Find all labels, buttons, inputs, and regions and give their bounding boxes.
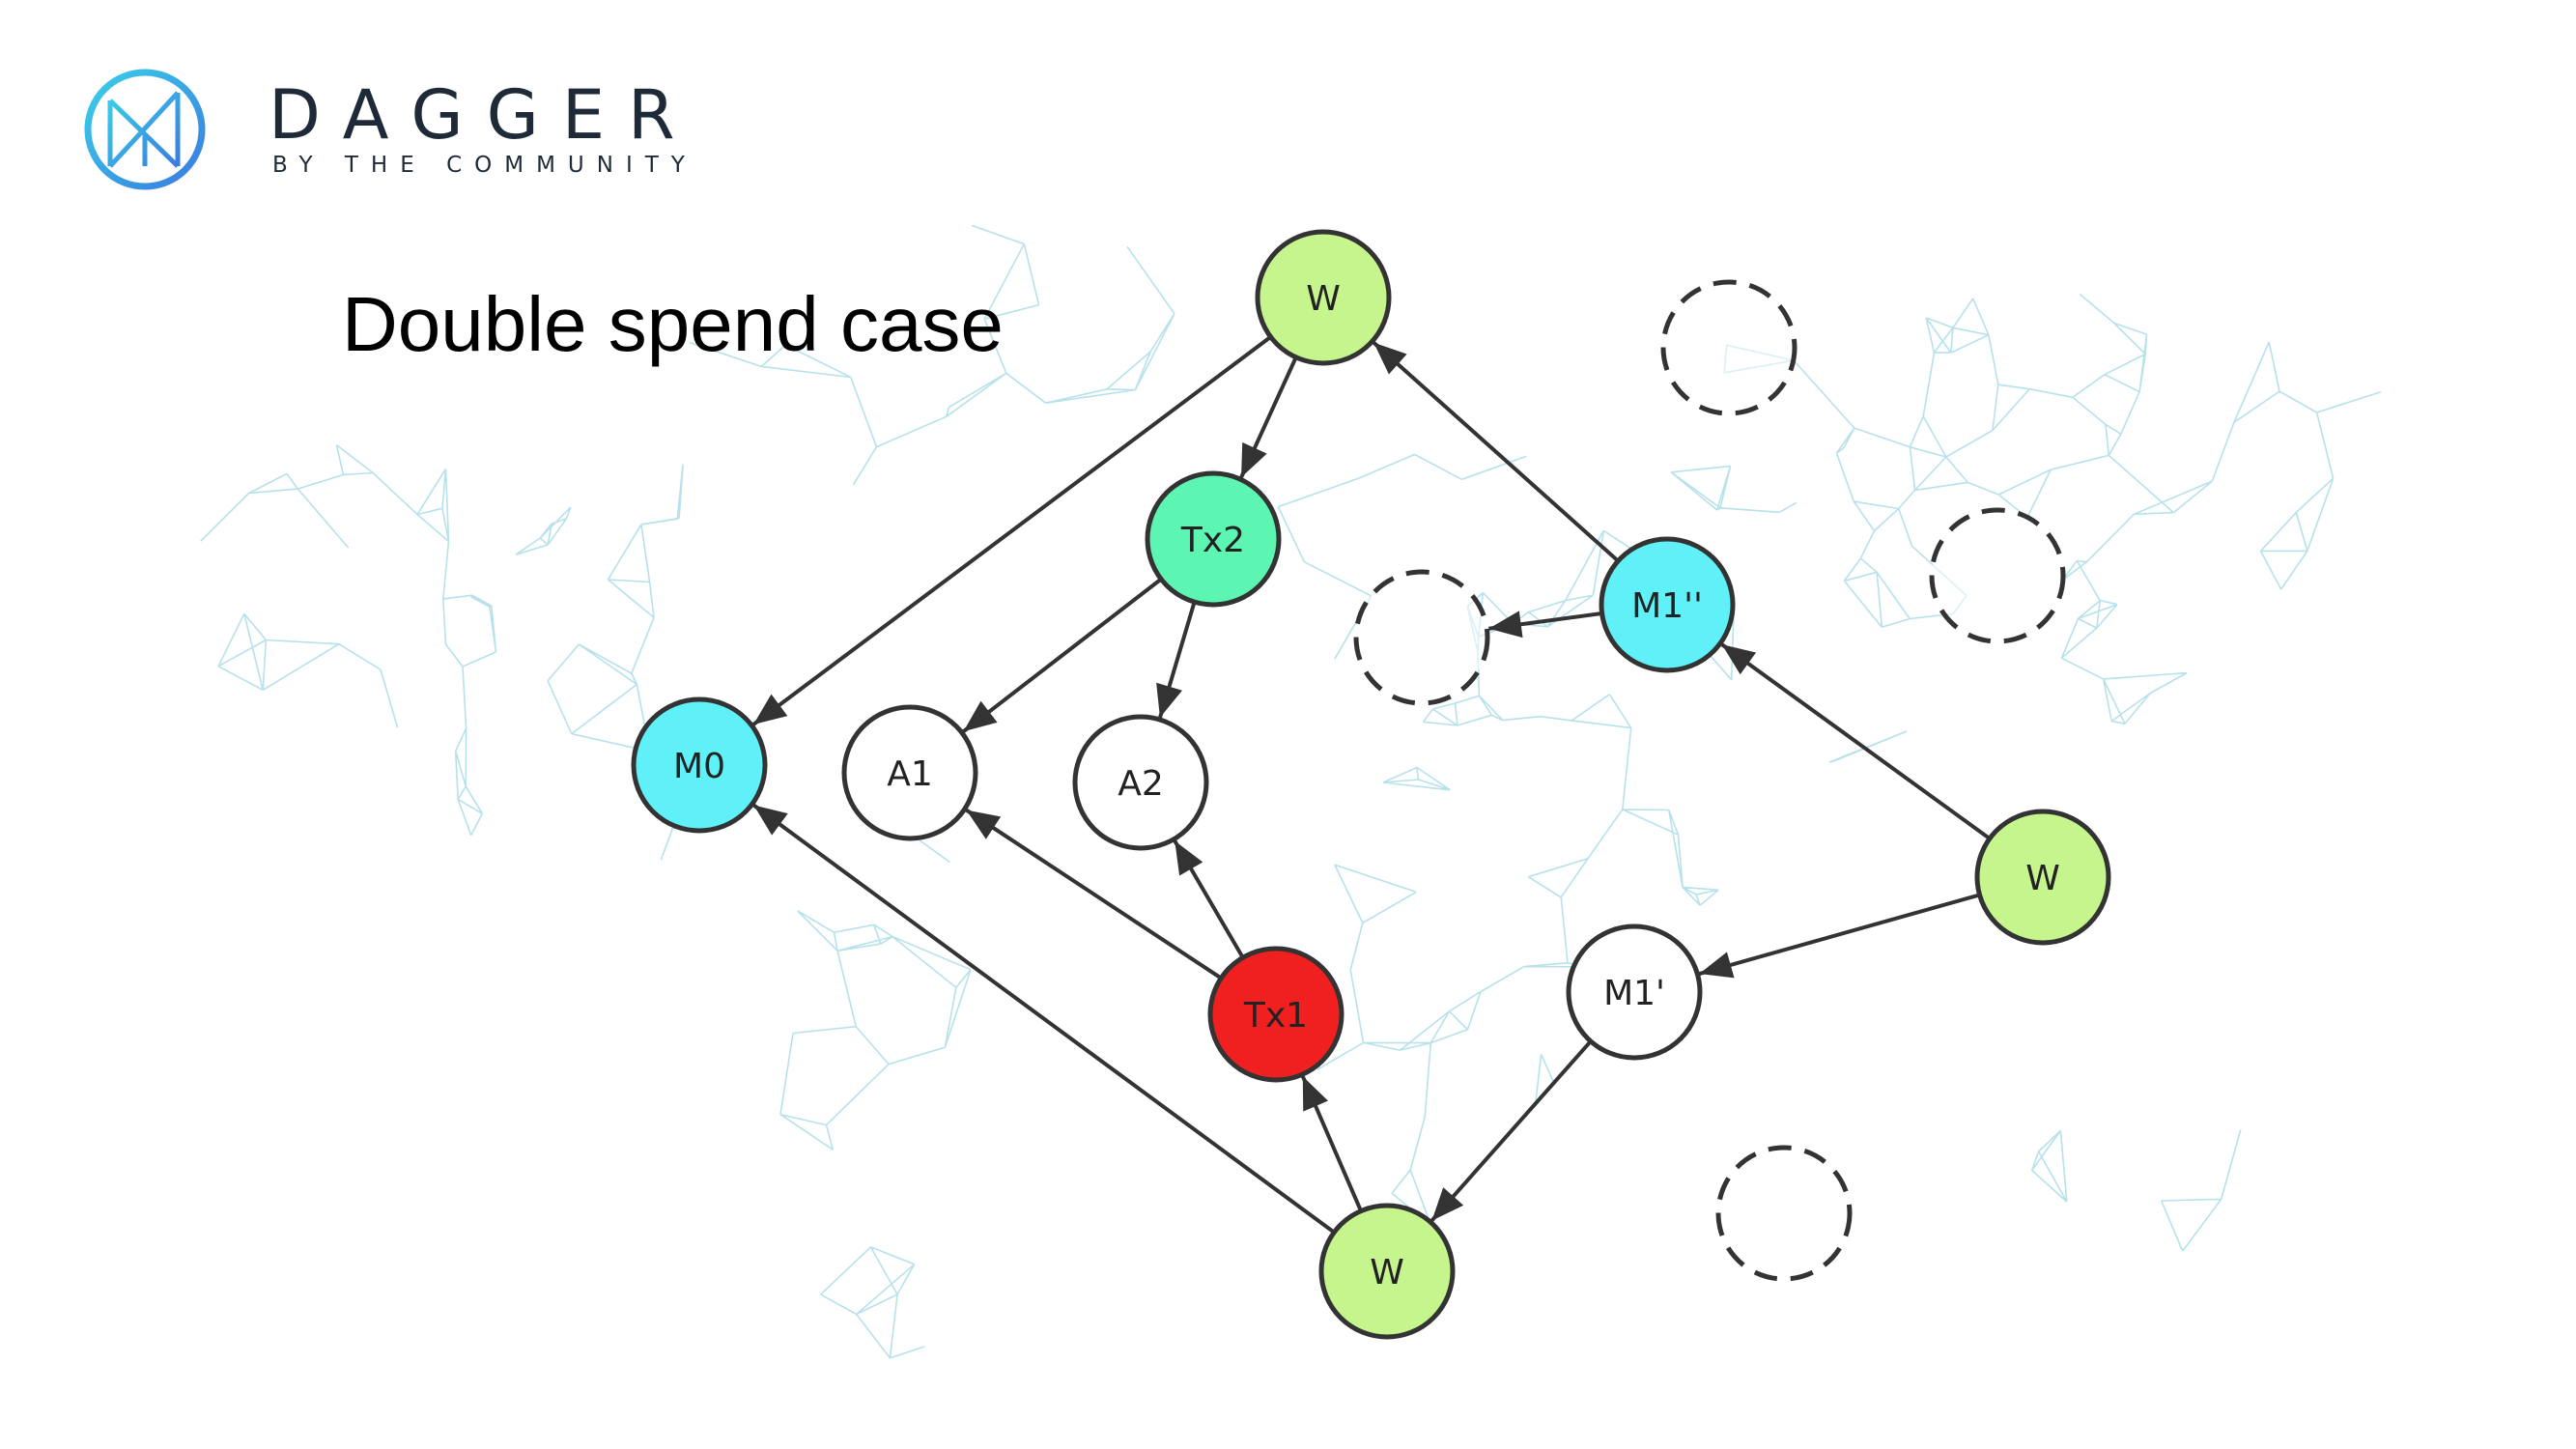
node-circle	[1318, 1203, 1456, 1340]
node-A2: A2	[1072, 714, 1209, 851]
map-mesh-lines	[200, 224, 2382, 1359]
node-circle	[1255, 229, 1392, 366]
node-circle	[1145, 470, 1282, 608]
node-W_top: W	[1255, 229, 1392, 366]
node-Tx2: Tx2	[1145, 470, 1282, 608]
node-circle	[1715, 1145, 1853, 1282]
edge-Tx2-to-A2	[1156, 601, 1197, 719]
node-circle	[1353, 569, 1490, 706]
edge-Tx2-to-A1	[962, 577, 1163, 733]
node-circle	[1974, 809, 2111, 946]
node-M0: M0	[631, 696, 768, 834]
node-label: A2	[1118, 764, 1164, 804]
node-E2	[1353, 569, 1490, 706]
edge-M1pp-to-W_top	[1372, 341, 1620, 563]
node-label: M0	[673, 747, 725, 786]
node-E4	[1715, 1145, 1853, 1282]
edge-W_top-to-Tx2	[1239, 356, 1298, 479]
node-E3	[1929, 507, 2066, 644]
edge-Tx1-to-A1	[965, 808, 1223, 980]
node-label: Tx2	[1180, 521, 1245, 560]
node-circle	[1207, 946, 1345, 1083]
node-circle	[1566, 923, 1703, 1061]
edge-W_bottom-to-M0	[752, 803, 1336, 1235]
node-label: W	[2025, 859, 2060, 898]
brand-tagline: BY THE COMMUNITY	[272, 153, 697, 178]
edge-M1p-to-W_bottom	[1430, 1039, 1593, 1222]
node-label: A1	[887, 754, 933, 794]
edge-M1pp-to-E2	[1488, 611, 1602, 639]
node-circle	[1072, 714, 1209, 851]
node-circle	[1599, 536, 1736, 673]
edge-W_right-to-M1p	[1698, 893, 1981, 979]
node-label: M1'	[1603, 974, 1665, 1013]
node-M1pp: M1''	[1599, 536, 1736, 673]
node-circle	[1660, 279, 1798, 416]
node-A1: A1	[841, 704, 978, 841]
node-label: W	[1306, 279, 1341, 319]
node-label: M1''	[1631, 586, 1703, 626]
node-W_bottom: W	[1318, 1203, 1456, 1340]
edge-W_right-to-M1pp	[1720, 642, 1992, 840]
node-E1	[1660, 279, 1798, 416]
node-label: Tx1	[1243, 996, 1308, 1036]
edge-W_top-to-M0	[751, 335, 1272, 726]
node-circle	[631, 696, 768, 834]
slide-title: Double spend case	[342, 281, 1004, 367]
node-circle	[841, 704, 978, 841]
dagger-logo-icon	[84, 69, 206, 190]
node-Tx1: Tx1	[1207, 946, 1345, 1083]
edge-Tx1-to-A2	[1173, 839, 1245, 959]
node-label: W	[1370, 1253, 1404, 1293]
edge-W_bottom-to-Tx1	[1300, 1075, 1363, 1212]
node-W_right: W	[1974, 809, 2111, 946]
node-circle	[1929, 507, 2066, 644]
node-M1p: M1'	[1566, 923, 1703, 1061]
brand-name: DAGGER	[269, 75, 698, 155]
